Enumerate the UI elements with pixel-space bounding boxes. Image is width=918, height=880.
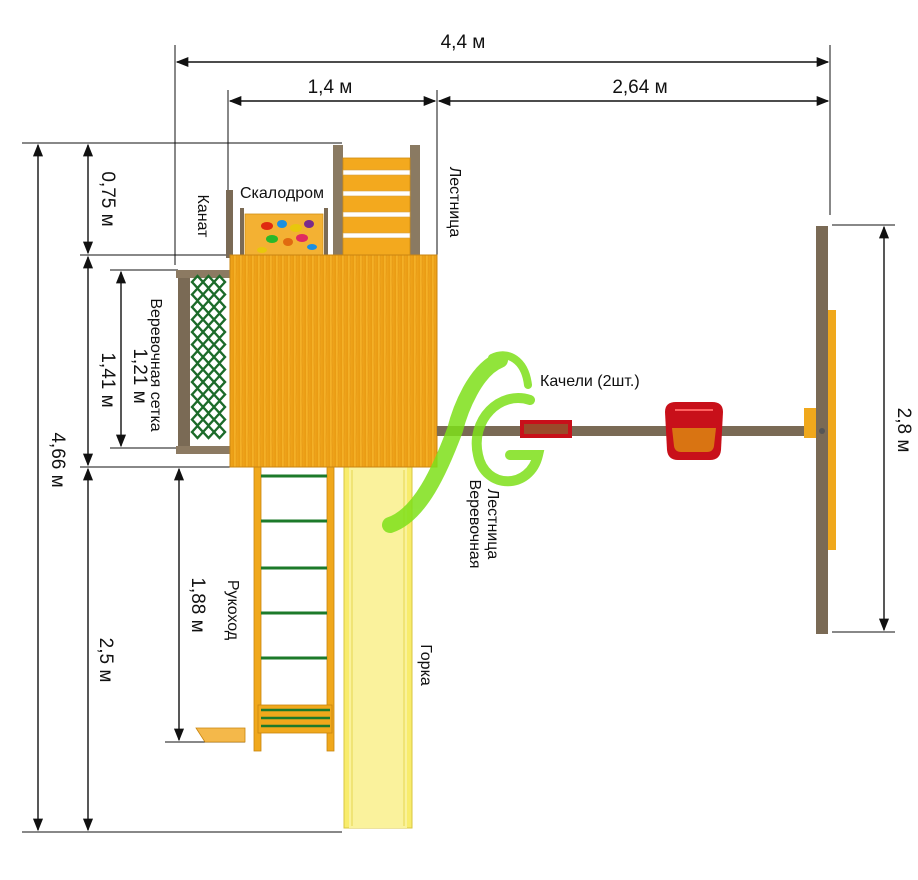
net-cell xyxy=(212,361,227,378)
swing-frame xyxy=(437,226,836,634)
net-cell xyxy=(201,324,216,340)
net-cell xyxy=(212,286,227,303)
net-cell xyxy=(190,311,205,328)
swing-seat xyxy=(665,402,723,460)
net-cell xyxy=(201,299,216,315)
net-cell xyxy=(190,349,205,365)
dim-net-height: 1,21 м xyxy=(129,348,150,403)
net-cell xyxy=(190,424,205,440)
dim-total-width: 4,4 м xyxy=(441,32,486,53)
net-cell xyxy=(201,349,216,365)
net-cell xyxy=(212,386,227,403)
net-cell xyxy=(201,411,216,428)
net-cell xyxy=(212,424,227,440)
net-cell xyxy=(190,299,205,315)
label-rope: Канат xyxy=(194,195,211,239)
label-rope-net: Веревочная сетка xyxy=(147,298,164,431)
net-cell xyxy=(201,311,216,328)
net-cell xyxy=(201,374,216,390)
net-cell xyxy=(212,299,227,315)
net-cell xyxy=(190,336,205,353)
net-cell xyxy=(201,336,216,353)
net-cell xyxy=(212,324,227,340)
net-cell xyxy=(212,374,227,390)
dimension-lines xyxy=(32,56,890,832)
net-cell xyxy=(201,386,216,403)
net-cell xyxy=(201,286,216,303)
dim-swing-offset: 2,64 м xyxy=(612,77,667,98)
label-climbing-wall: Скалодром xyxy=(240,185,324,202)
net-cell xyxy=(201,361,216,378)
net-cell xyxy=(190,399,205,415)
net-cell xyxy=(212,349,227,365)
rope-post xyxy=(226,190,233,258)
net-cell xyxy=(212,336,227,353)
rope-net xyxy=(176,270,232,454)
label-rope-ladder: ВеревочнаяЛестница xyxy=(466,480,501,569)
extension-lines xyxy=(22,45,895,833)
monkey-bars xyxy=(195,465,335,752)
brand-logo xyxy=(382,351,545,533)
net-cell xyxy=(190,411,205,428)
net-cell xyxy=(190,361,205,378)
rear-ladder xyxy=(333,145,420,257)
net-cell xyxy=(190,286,205,303)
label-monkey-bars: Рукоход xyxy=(224,580,241,641)
net-cell xyxy=(212,274,227,290)
dim-total-depth: 4,66 м xyxy=(47,432,68,487)
net-cell xyxy=(190,374,205,390)
net-cell xyxy=(212,411,227,428)
net-cell xyxy=(190,324,205,340)
dim-monkey-bar-length: 1,88 м xyxy=(187,577,208,632)
dim-ladder-depth: 0,75 м xyxy=(97,171,118,226)
label-slide: Горка xyxy=(417,644,434,686)
label-ladder: Лестница xyxy=(446,167,463,238)
net-cell xyxy=(212,399,227,415)
dim-tower-depth: 1,41 м xyxy=(97,352,118,407)
label-swings: Качели (2шт.) xyxy=(540,373,640,390)
net-cell xyxy=(212,311,227,328)
climbing-wall xyxy=(240,208,328,258)
dim-front-depth: 2,5 м xyxy=(95,638,116,683)
tower-platform xyxy=(229,254,438,468)
dim-swing-width: 2,8 м xyxy=(893,408,914,453)
dim-tower-width: 1,4 м xyxy=(308,77,353,98)
net-cell xyxy=(201,399,216,415)
net-cell xyxy=(190,386,205,403)
net-cell xyxy=(201,424,216,440)
